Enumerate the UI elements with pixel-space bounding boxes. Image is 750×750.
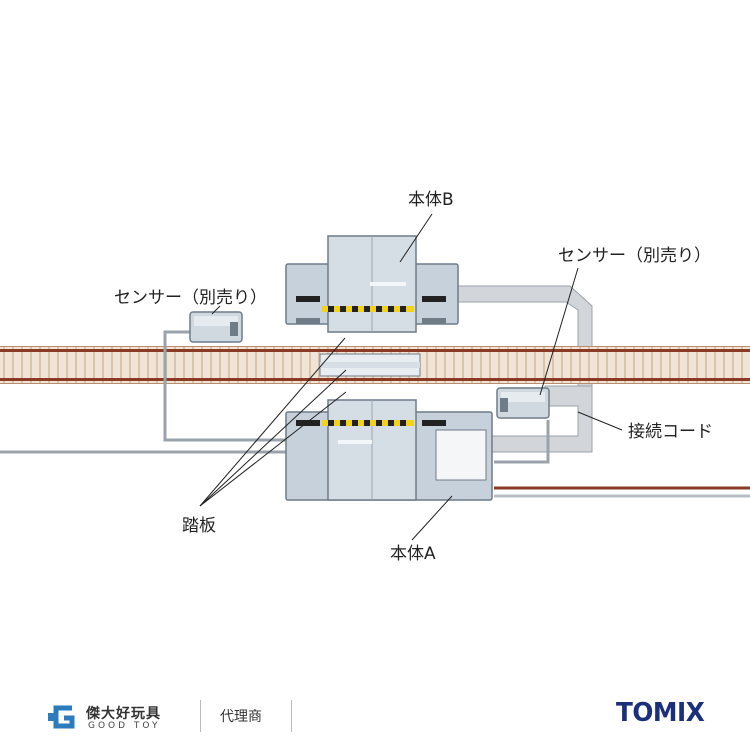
sensor-right	[496, 387, 550, 419]
ribbon-cable	[457, 285, 593, 453]
label-sensor-right: センサー（別売り）	[558, 246, 711, 266]
divider	[291, 700, 292, 732]
rail-top	[0, 349, 750, 352]
unit-body-a	[285, 399, 493, 501]
agent-label: 代理商	[220, 709, 262, 725]
leader-lines	[199, 213, 623, 541]
store-name-en: GOOD TOY	[88, 721, 161, 731]
railway-track	[0, 346, 750, 384]
label-sensor-left: センサー（別売り）	[114, 288, 267, 308]
footer: 傑大好玩具 GOOD TOY 代理商 TOMIX	[0, 690, 750, 750]
brand-logo: TOMIX	[616, 698, 705, 728]
unit-body-b	[285, 235, 459, 333]
good-toy-logo-icon	[48, 702, 78, 732]
pedal-plates	[319, 353, 421, 377]
label-body-b: 本体B	[408, 190, 454, 210]
rail-bottom	[0, 378, 750, 381]
divider	[200, 700, 201, 732]
store-name: 傑大好玩具	[86, 706, 161, 722]
crossing-diagram	[0, 213, 750, 541]
rail-ties	[3, 346, 743, 384]
label-pedal: 踏板	[182, 516, 216, 536]
label-connection-cord: 接続コード	[628, 422, 713, 442]
sensor-left	[189, 311, 243, 343]
left-sensor-cable	[0, 330, 288, 454]
label-body-a: 本体A	[390, 544, 436, 564]
